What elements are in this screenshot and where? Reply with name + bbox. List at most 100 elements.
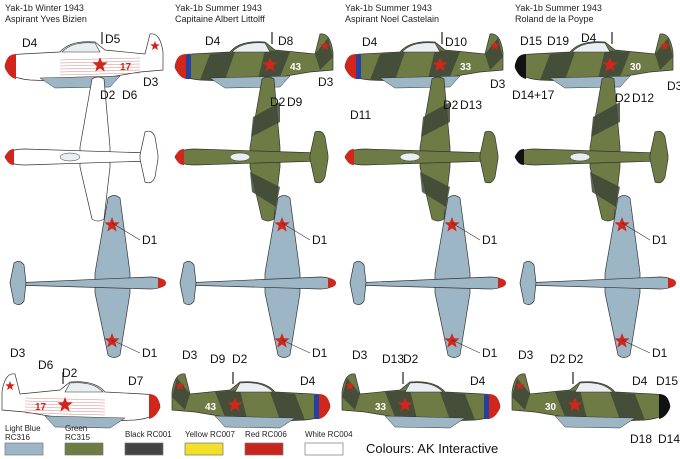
- top-view: [344, 76, 499, 222]
- decal-label: D1: [652, 346, 668, 360]
- leader-line: [451, 222, 481, 241]
- wing-underside: [549, 75, 631, 89]
- tailplane-underside: [179, 261, 197, 305]
- wing-underside: [214, 415, 296, 429]
- decal-label: D6: [122, 88, 138, 102]
- decal-label: D4: [300, 374, 316, 388]
- panel-lines: [24, 412, 106, 416]
- spinner: [5, 149, 14, 165]
- tailplane-underside: [9, 261, 27, 305]
- canopy: [399, 152, 421, 162]
- leader-line: [281, 222, 311, 241]
- pilot-name: Roland de la Poype: [515, 14, 594, 24]
- camouflage-pattern: [590, 102, 620, 207]
- red-star-icon: [345, 381, 355, 390]
- decal-label: D2: [550, 352, 566, 366]
- swatch-label: Black RC001: [125, 430, 172, 439]
- canopy: [574, 382, 614, 393]
- colour-swatch: [124, 442, 164, 456]
- decal-label: D4: [362, 35, 378, 49]
- tailplane: [649, 130, 669, 184]
- decal-label: D3: [318, 75, 334, 89]
- decal-label: D3: [667, 79, 680, 93]
- decal-label: D15: [656, 374, 678, 388]
- spinner: [175, 149, 184, 165]
- camouflage-pattern: [512, 378, 645, 420]
- red-star-icon: [490, 41, 500, 50]
- red-star-icon: [104, 217, 120, 232]
- spinner: [319, 394, 330, 419]
- decal-label: D3: [143, 75, 159, 89]
- decal-label: D15: [520, 34, 542, 48]
- side-profile: 30: [511, 372, 671, 429]
- camouflage-pattern: [540, 38, 673, 80]
- red-star-icon: [432, 57, 448, 72]
- wing: [79, 76, 111, 222]
- tailplane: [309, 130, 329, 184]
- bottom-view: [179, 195, 336, 358]
- tailplane-underside: [349, 261, 367, 305]
- top-view: [174, 76, 329, 222]
- aircraft-number: 17: [120, 62, 132, 73]
- tricolour-band: [484, 395, 489, 419]
- red-star-icon: [92, 57, 108, 72]
- red-star-icon: [567, 397, 583, 412]
- top-view: [514, 76, 669, 222]
- side-profile: 43: [174, 32, 334, 89]
- decal-label: D9: [287, 95, 303, 109]
- decal-label: D3: [352, 348, 368, 362]
- spinner: [498, 278, 506, 288]
- decal-label: D13: [382, 352, 404, 366]
- side-profile: 43: [171, 372, 331, 429]
- red-star-icon: [515, 381, 525, 390]
- camouflage-pattern: [370, 38, 503, 80]
- wing-underside: [264, 195, 301, 358]
- decal-label: D3: [518, 348, 534, 362]
- colour-swatch: [304, 442, 344, 456]
- canopy: [229, 152, 251, 162]
- leader-line: [451, 339, 481, 354]
- red-star-icon: [57, 397, 73, 412]
- spinner: [345, 54, 356, 79]
- canopy: [234, 382, 274, 393]
- column-title: Yak-1b Summer 1943: [175, 3, 262, 13]
- decal-label: D2: [443, 98, 459, 112]
- swatch-label: Yellow RC007: [185, 430, 236, 439]
- leader-line: [621, 222, 651, 241]
- red-star-icon: [320, 41, 330, 50]
- wing-underside: [384, 415, 466, 429]
- red-star-icon: [175, 381, 185, 390]
- decal-label: D3: [10, 346, 26, 360]
- aircraft-number: 33: [375, 402, 387, 413]
- camouflage-pattern: [200, 38, 333, 80]
- decal-label: D1: [482, 233, 498, 247]
- fuselage: [174, 33, 334, 83]
- bottom-view: [9, 195, 166, 358]
- tricolour-band: [186, 55, 191, 79]
- decal-label: D14+17: [512, 88, 555, 102]
- fuselage: [4, 33, 164, 83]
- top-view: [4, 76, 159, 222]
- decal-label: D1: [142, 233, 158, 247]
- decal-label: D10: [445, 35, 467, 49]
- red-star-icon: [5, 381, 15, 390]
- decal-label: D1: [142, 346, 158, 360]
- decal-label: D11: [350, 108, 371, 122]
- red-star-icon: [660, 41, 670, 50]
- decal-label: D13: [460, 98, 482, 112]
- leader-line: [111, 222, 141, 241]
- red-star-icon: [614, 217, 630, 232]
- column-title: Yak-1b Summer 1943: [345, 3, 432, 13]
- decal-label: D9: [210, 352, 226, 366]
- spinner: [175, 54, 186, 79]
- red-star-icon: [397, 397, 413, 412]
- decal-label: D7: [128, 374, 144, 388]
- swatch-label: White RC004: [305, 430, 353, 439]
- spinner: [668, 278, 676, 288]
- fuselage: [1, 373, 161, 423]
- canopy: [401, 42, 441, 53]
- decal-label: D14+16: [658, 432, 680, 446]
- red-star-icon: [274, 217, 290, 232]
- pilot-name: Aspirant Noel Castelain: [345, 14, 439, 24]
